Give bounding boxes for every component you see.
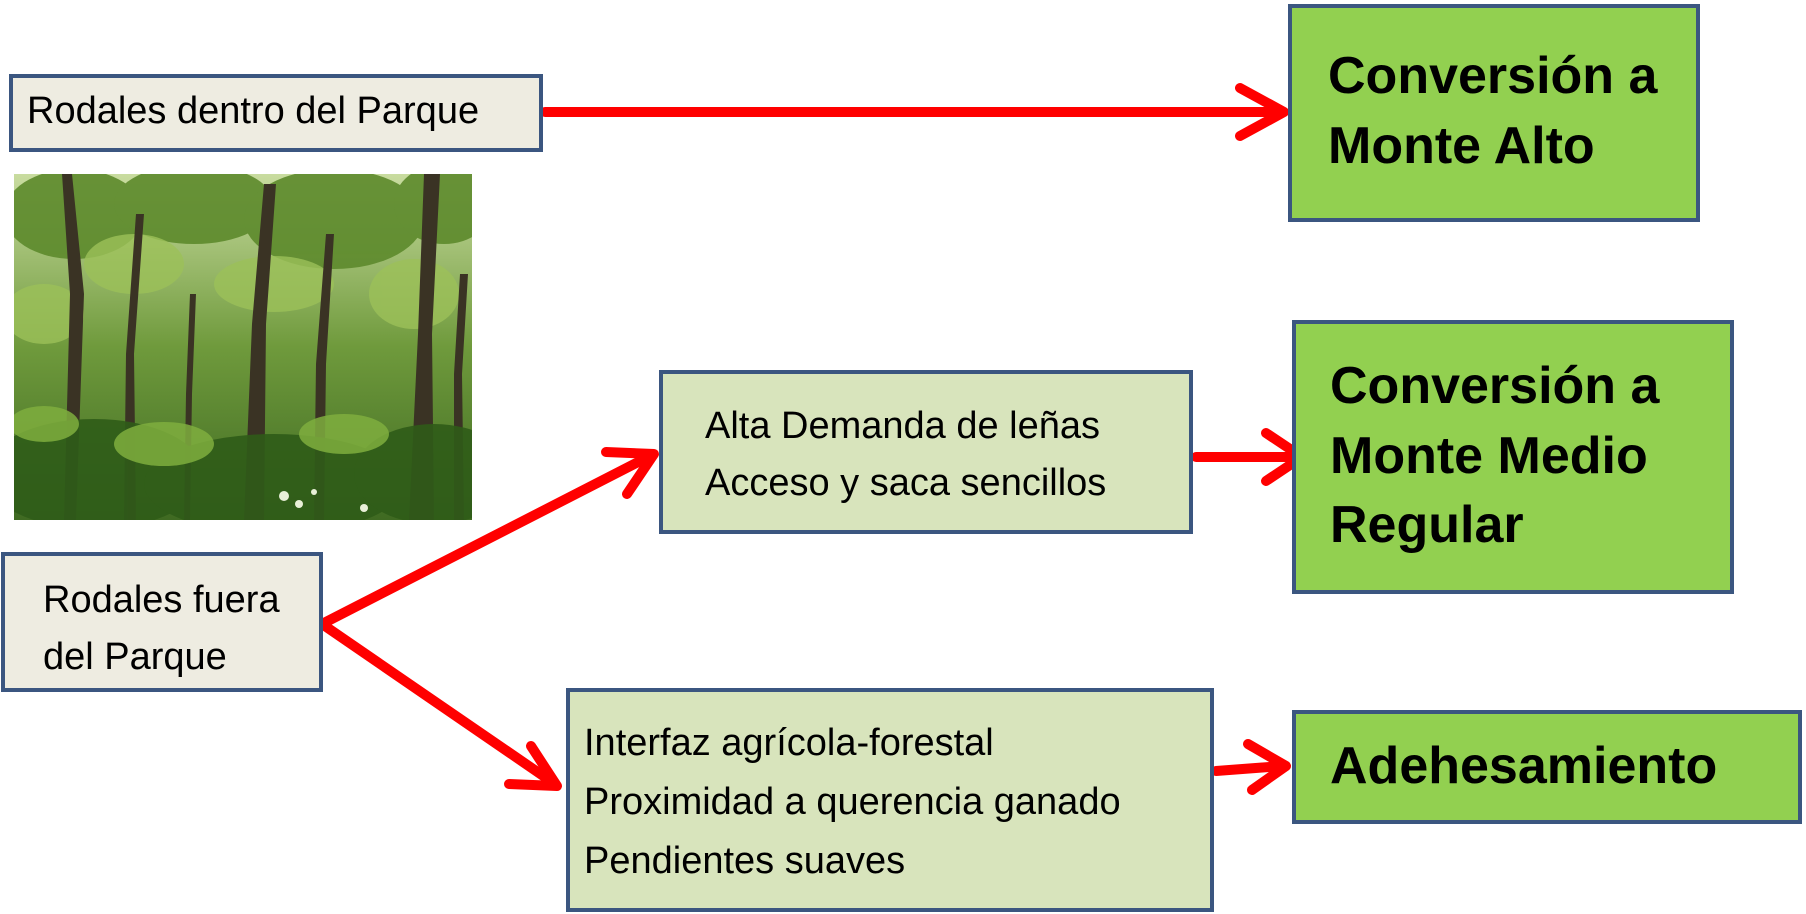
condition-pasture-box: Interfaz agrícola-forestal Proximidad a …: [566, 688, 1214, 912]
result-coppice-standards-line-1: Conversión a: [1330, 357, 1660, 415]
arrow-pasture-to-dehesa: [1211, 739, 1291, 795]
source-inside-park-label: Rodales dentro del Parque: [27, 90, 480, 132]
result-coppice-standards-line-3: Regular: [1330, 496, 1524, 555]
condition-firewood-box: Alta Demanda de leñas Acceso y saca senc…: [659, 370, 1193, 534]
arrow-outside-to-firewood: [317, 447, 659, 629]
result-high-forest-box: Conversión a Monte Alto: [1288, 4, 1700, 222]
arrow-firewood-to-coppice: [1191, 428, 1307, 486]
condition-firewood-line-2: Acceso y saca sencillos: [705, 462, 1107, 504]
source-outside-park-line-1: Rodales fuera: [43, 579, 280, 621]
condition-pasture-line-3: Pendientes suaves: [584, 840, 906, 882]
result-high-forest-line-1: Conversión a: [1328, 47, 1658, 105]
condition-pasture-line-2: Proximidad a querencia ganado: [584, 781, 1121, 823]
arrow-inside-to-high-forest: [540, 83, 1289, 141]
result-coppice-standards-line-2: Monte Medio: [1330, 426, 1648, 485]
forest-photo: [14, 174, 472, 520]
condition-firewood-line-1: Alta Demanda de leñas: [705, 405, 1101, 447]
source-outside-park-box: Rodales fuera del Parque: [1, 552, 323, 692]
condition-pasture-line-1: Interfaz agrícola-forestal: [584, 722, 994, 764]
result-coppice-standards-box: Conversión a Monte Medio Regular: [1292, 320, 1734, 594]
source-inside-park-box: Rodales dentro del Parque: [9, 74, 543, 152]
arrow-outside-to-pasture: [317, 619, 562, 791]
source-outside-park-line-2: del Parque: [43, 636, 227, 678]
result-dehesa-label: Adehesamiento: [1330, 737, 1718, 795]
result-dehesa-box: Adehesamiento: [1292, 710, 1802, 824]
result-high-forest-line-2: Monte Alto: [1328, 116, 1595, 175]
